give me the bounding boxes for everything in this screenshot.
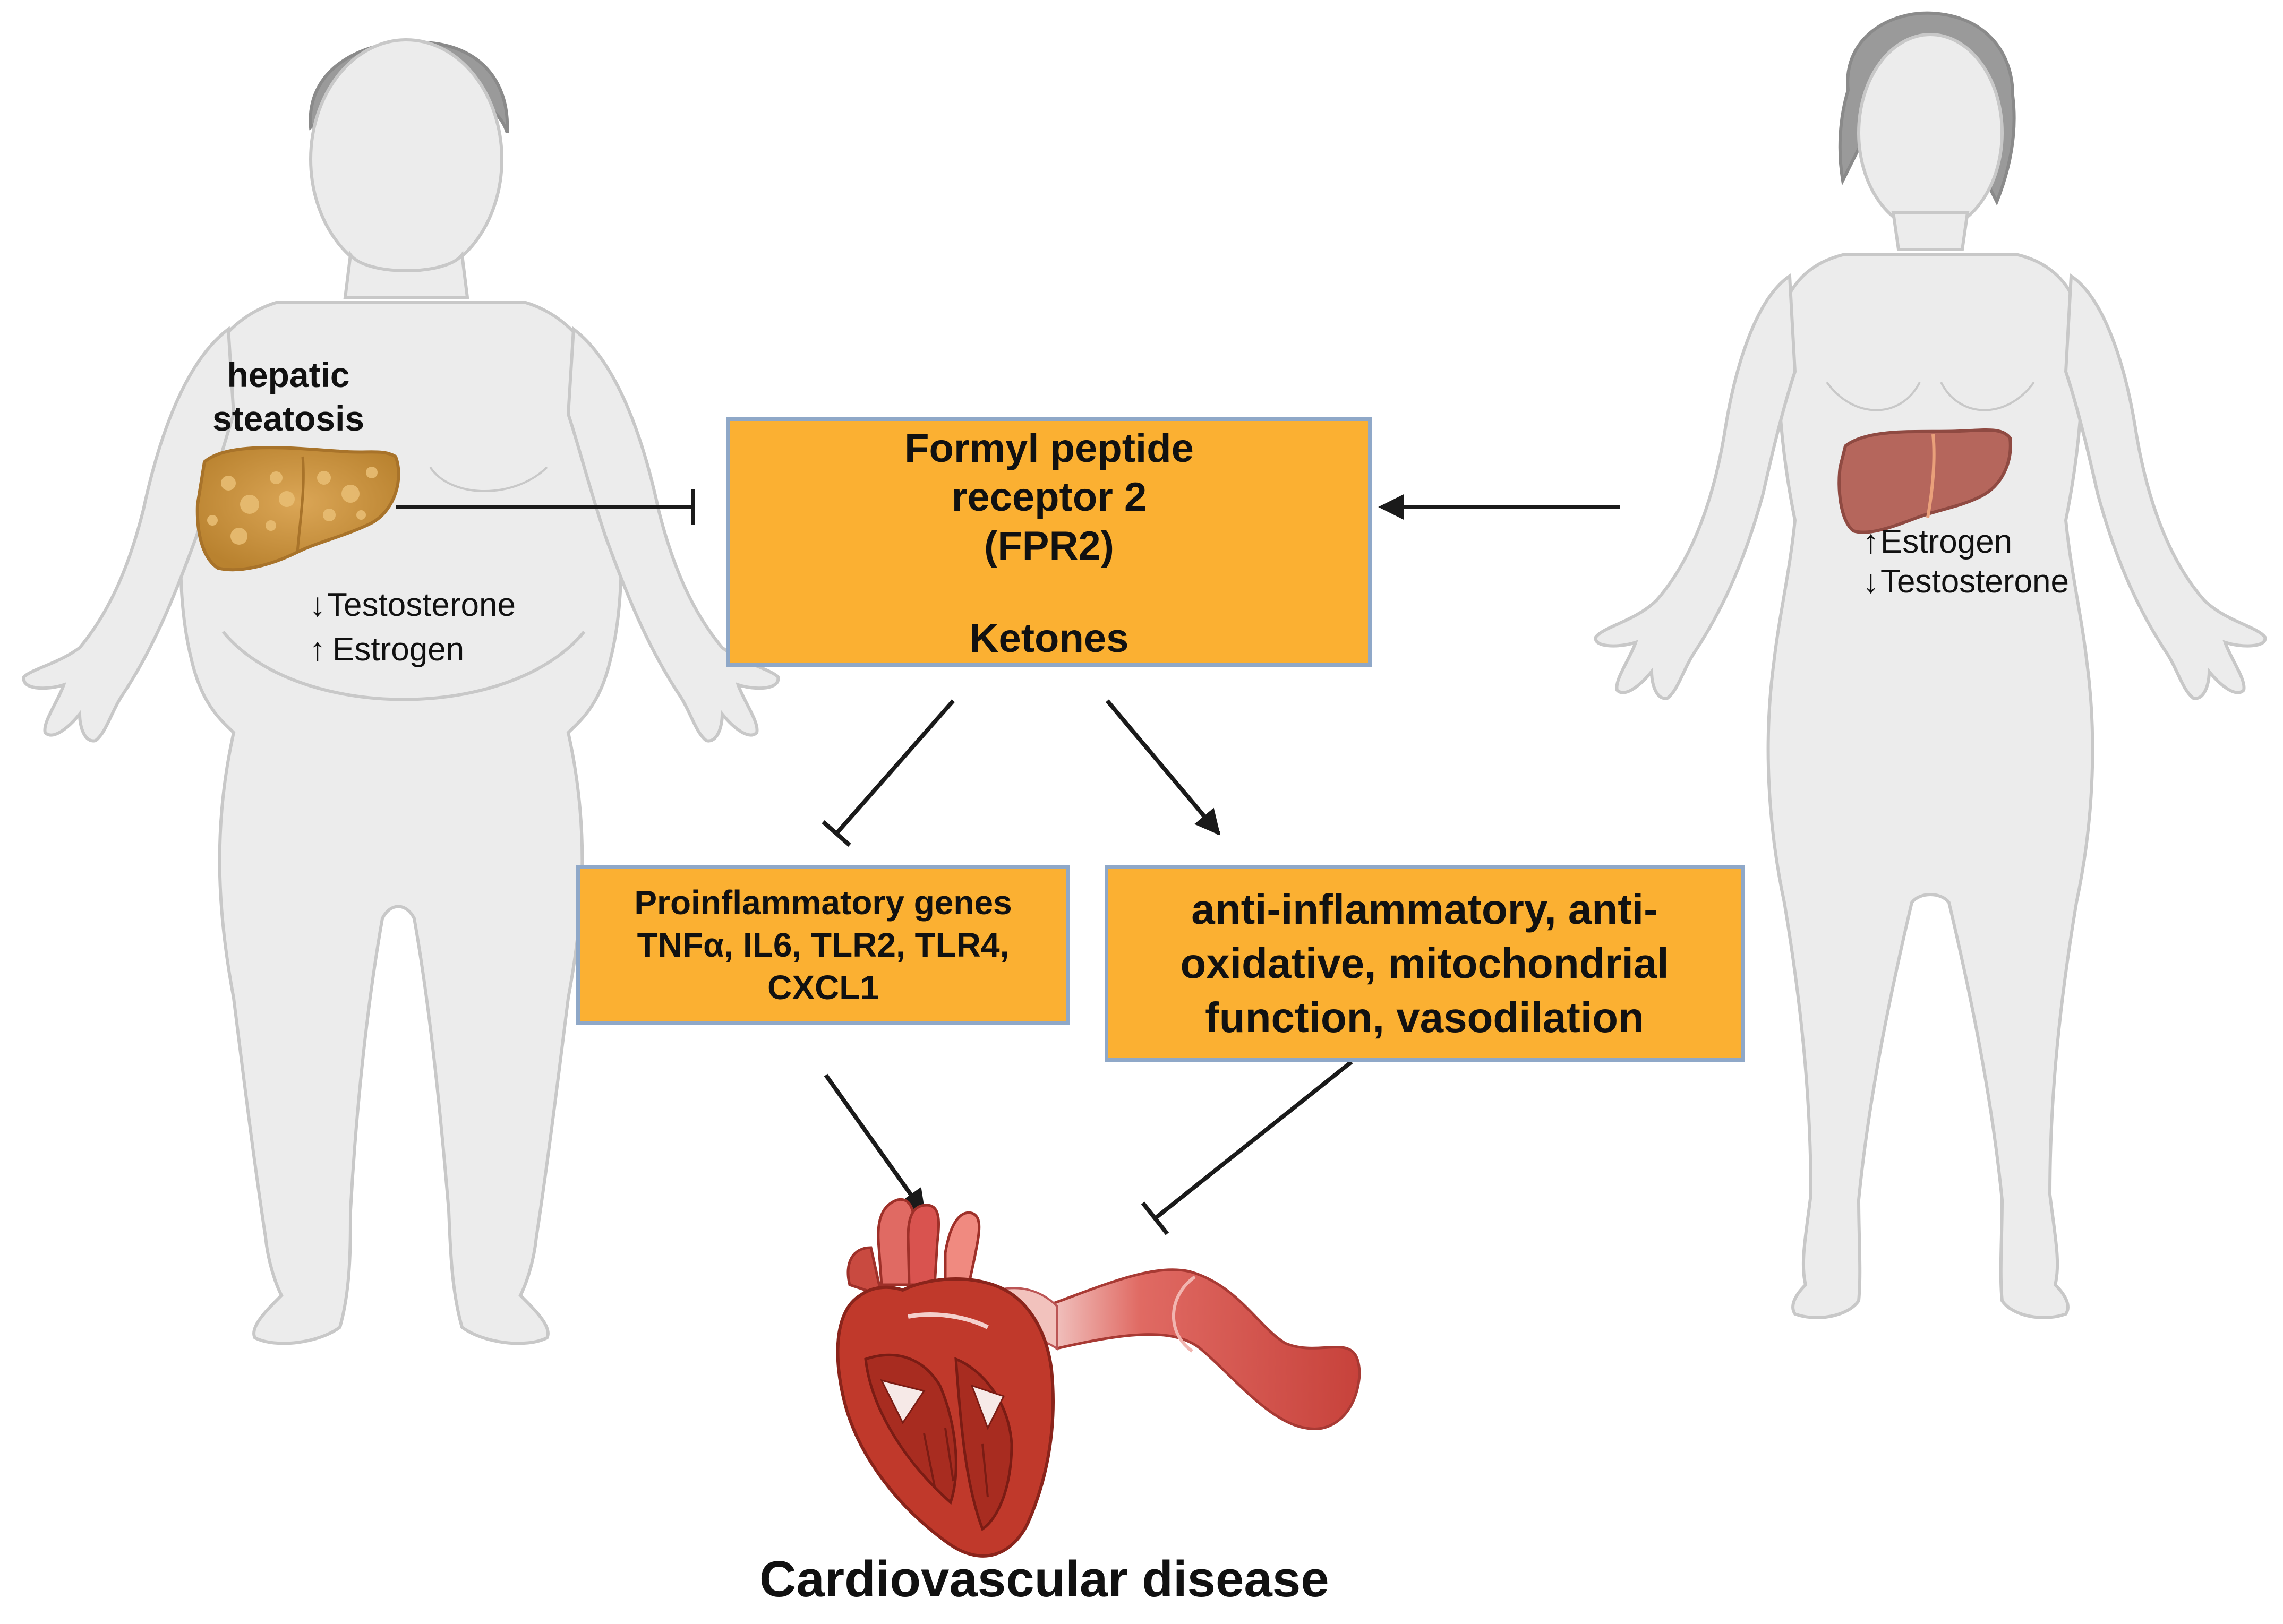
inhibit-fpr2-to-proinflam-bar	[822, 820, 851, 847]
left-neck	[343, 251, 469, 299]
hepatic-label-line: steatosis	[212, 399, 365, 438]
fpr2-ketones-box: Formyl peptide receptor 2 (FPR2) Ketones	[726, 417, 1372, 667]
cardiovascular-disease-label: Cardiovascular disease	[759, 1551, 1329, 1608]
connectors	[396, 489, 1620, 1235]
right-hormone-testosterone: ↓Testosterone	[1861, 562, 2070, 602]
right-chest-fold	[1826, 381, 2035, 411]
anti-inflammatory-box: anti-inflammatory, anti- oxidative, mito…	[1105, 865, 1745, 1062]
inhibit-anti-to-heart-bar	[1141, 1201, 1169, 1235]
box-line: Ketones	[969, 616, 1129, 661]
right-left-arm	[1594, 273, 1797, 700]
right-neck	[1891, 211, 1970, 251]
box-line: oxidative, mitochondrial	[1180, 940, 1669, 987]
box-line: Formyl peptide	[904, 426, 1194, 471]
right-head	[1857, 33, 2004, 233]
box-line: (FPR2)	[984, 523, 1114, 569]
left-hormone-list: ↓Testosterone ↑Estrogen	[308, 583, 516, 672]
hormone-name: Testosterone	[327, 587, 516, 623]
box-line: CXCL1	[767, 968, 879, 1007]
right-hormone-list: ↑Estrogen ↓Testosterone	[1861, 522, 2070, 602]
blood-vessel	[1045, 1268, 1361, 1430]
left-head	[309, 38, 503, 280]
hormone-name: Estrogen	[332, 631, 465, 668]
hormone-name: Testosterone	[1880, 563, 2069, 600]
right-healthy-liver	[1837, 428, 2012, 534]
inhibit-anti-to-heart	[1153, 1060, 1353, 1221]
arrow-up-icon: ↑	[1862, 523, 1879, 560]
hepatic-label-line: hepatic	[227, 355, 350, 394]
right-body-figure	[1594, 11, 2267, 1319]
inhibit-fpr2-to-proinflam	[834, 699, 955, 835]
left-right-arm	[566, 326, 780, 743]
box-line: anti-inflammatory, anti-	[1191, 886, 1658, 933]
left-left-arm	[22, 326, 236, 743]
arrow-proinflam-to-heart	[824, 1073, 926, 1215]
heart-illustration	[836, 1198, 1058, 1558]
left-torso	[179, 301, 623, 1345]
left-fatty-liver	[195, 446, 400, 572]
left-belly-fold	[221, 631, 586, 701]
arrow-down-icon: ↓	[309, 587, 326, 623]
proinflammatory-genes-box: Proinflammatory genes TNFα, IL6, TLR2, T…	[576, 865, 1070, 1025]
right-torso	[1766, 253, 2094, 1319]
arrow-down-icon: ↓	[1862, 563, 1879, 600]
box-line: Proinflammatory genes	[634, 883, 1012, 922]
left-hormone-testosterone: ↓Testosterone	[308, 583, 516, 628]
hormone-name: Estrogen	[1880, 523, 2013, 560]
arrow-fpr2-to-anti	[1105, 699, 1221, 836]
right-hormone-estrogen: ↑Estrogen	[1861, 522, 2069, 562]
box-line: receptor 2	[951, 475, 1147, 520]
box-line: TNFα, IL6, TLR2, TLR4,	[637, 926, 1010, 964]
box-line: function, vasodilation	[1205, 994, 1644, 1041]
left-hormone-estrogen: ↑Estrogen	[308, 628, 516, 672]
arrow-up-icon: ↑	[309, 631, 326, 668]
hepatic-steatosis-label: hepatic steatosis	[212, 353, 364, 440]
right-right-arm	[2064, 273, 2267, 700]
left-body-figure	[22, 38, 780, 1345]
